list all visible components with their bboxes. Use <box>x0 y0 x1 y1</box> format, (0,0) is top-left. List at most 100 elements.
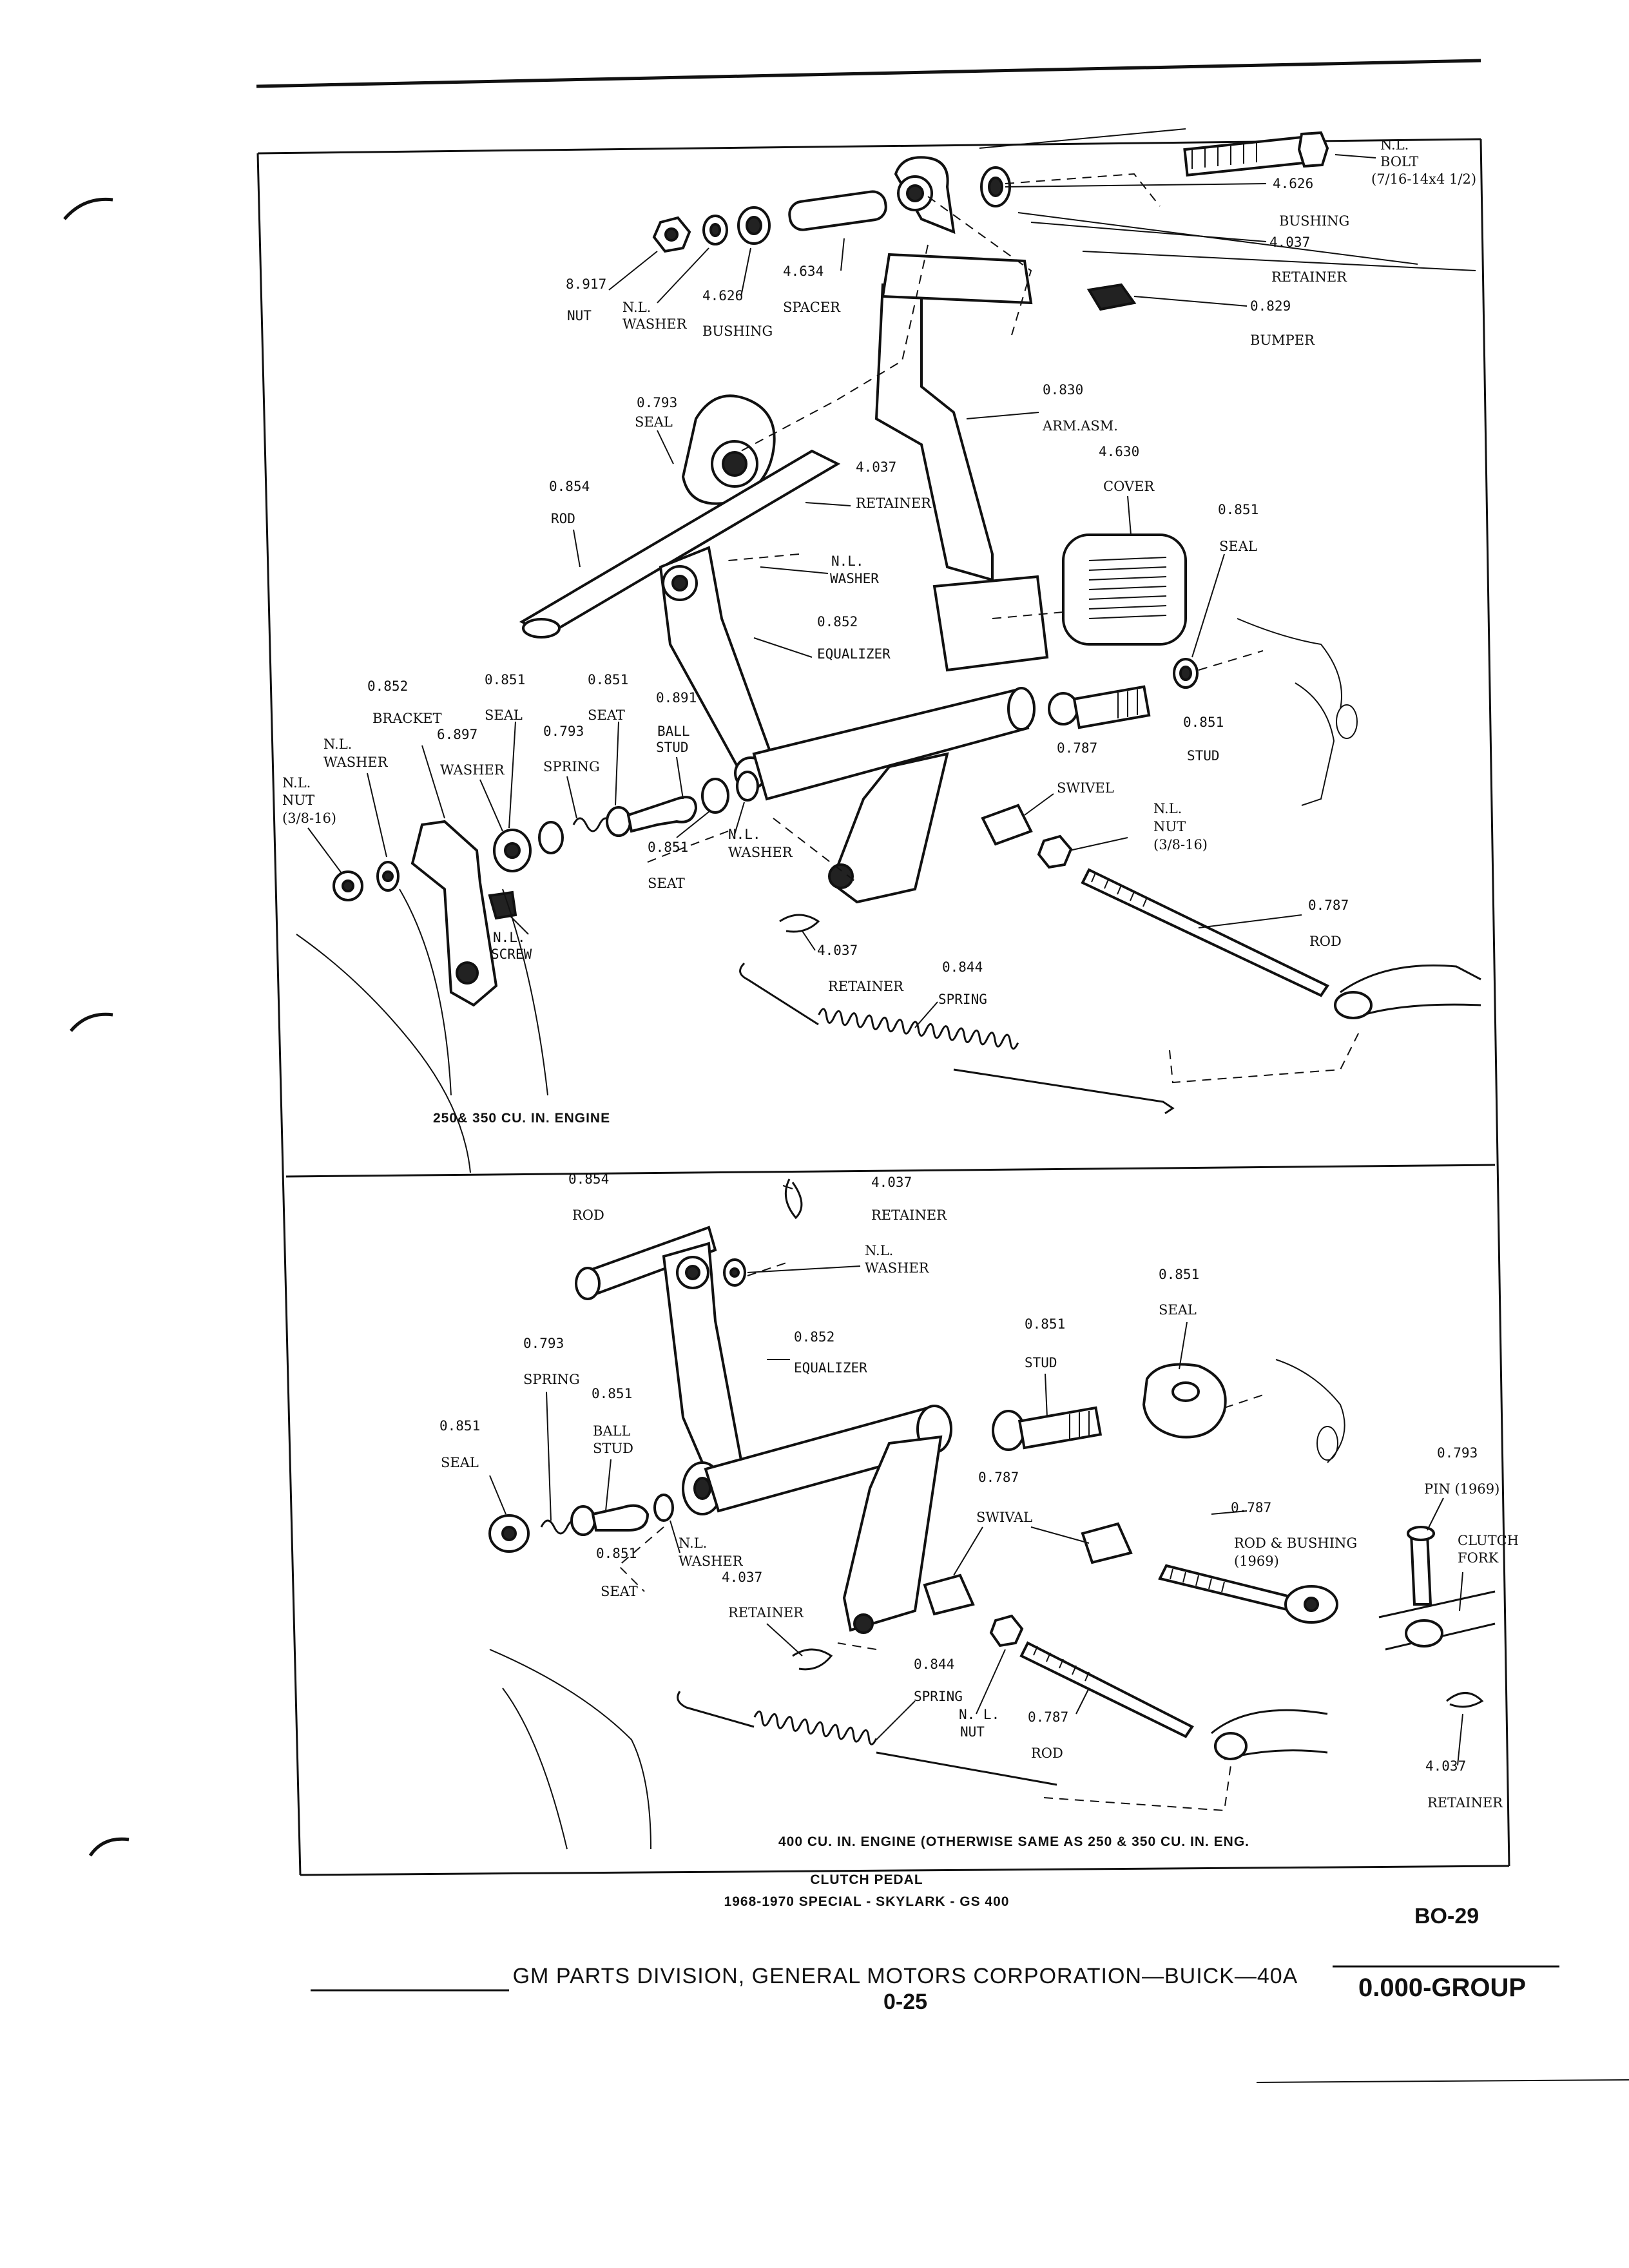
label-seal-l: SEAL <box>485 707 523 723</box>
label-spring-b: SPRING <box>914 1689 963 1704</box>
label-retainer-b: RETAINER <box>828 979 904 994</box>
label-stud: STUD <box>1187 748 1220 764</box>
label-spring: SPRING <box>543 759 600 774</box>
label-bushing-r-num: 4.037 <box>1269 235 1310 250</box>
bolt-part <box>1183 131 1329 177</box>
label-bolt-code: N.L. <box>1380 137 1409 153</box>
label-rod-b: ROD <box>1031 1745 1063 1761</box>
bracket-part <box>410 820 498 1007</box>
label-rod-r-num: 0.787 <box>1308 898 1349 913</box>
label-retainer: RETAINER <box>871 1207 947 1223</box>
label-seat: SEAT <box>588 707 625 723</box>
rod-bushing-part <box>1158 1564 1297 1613</box>
label-bushing-num: 4.626 <box>702 288 743 303</box>
label-seal-l: SEAL <box>441 1455 479 1470</box>
ball-stud-part <box>591 1504 650 1532</box>
label-seat2-num: 0.851 <box>648 840 688 855</box>
label-retainer-top: RETAINER <box>1271 269 1347 285</box>
swivel-part <box>981 803 1033 846</box>
label-nut-num: 8.917 <box>566 276 606 292</box>
page-code: BO-29 <box>1414 1904 1479 1928</box>
label-nl-nut: NUT <box>282 793 314 808</box>
label-equalizer-num: 0.852 <box>817 614 858 629</box>
adjust-rod <box>1019 1641 1194 1738</box>
label-seat: SEAT <box>601 1584 638 1599</box>
label-retainer-r-num: 4.037 <box>1425 1758 1466 1774</box>
label-nl-washer2: WASHER <box>830 571 879 586</box>
label-equalizer: EQUALIZER <box>817 646 891 662</box>
top-rule <box>256 59 1481 88</box>
seal-part <box>538 821 564 854</box>
arm-assembly <box>874 156 1187 672</box>
label-nut: NUT <box>567 308 592 323</box>
label-ball-stud-b: STUD <box>656 740 689 755</box>
label-nl-screw: SCREW <box>491 947 532 962</box>
page-title: CLUTCH PEDAL <box>810 1872 923 1887</box>
label-rod-bushing-yr: (1969) <box>1234 1553 1279 1569</box>
footer-text: GM PARTS DIVISION, GENERAL MOTORS CORPOR… <box>513 1964 1298 1988</box>
label-nl-washer2: WASHER <box>679 1553 744 1569</box>
scan-edge <box>1256 2079 1629 2083</box>
adjust-rod <box>1081 868 1329 997</box>
label-nl-washer2-num: 4.037 <box>722 1570 762 1585</box>
label-seal-top: SEAL <box>635 414 673 430</box>
bottom-panel-drawing <box>488 1178 1496 1850</box>
label-rod-num: 0.854 <box>549 479 590 494</box>
retainer-part <box>779 914 820 933</box>
spacer-part <box>788 190 887 231</box>
label-seal-l-num: 0.851 <box>439 1418 480 1434</box>
label-seal-top-num: 0.793 <box>637 395 677 410</box>
label-nl-nut-code: N. L. <box>959 1707 999 1722</box>
seat-part <box>570 1505 596 1536</box>
margin-mark <box>63 197 113 220</box>
label-spring-b: SPRING <box>938 992 987 1007</box>
label-seal-tr-num: 0.851 <box>1218 502 1258 517</box>
retainer-part <box>784 1178 803 1220</box>
label-nl-washer-l: WASHER <box>323 754 389 770</box>
lower-lever <box>829 752 949 904</box>
label-seal-r-num: 0.851 <box>1159 1267 1199 1282</box>
ball-stud-part <box>626 796 698 833</box>
label-ball-stud-a: BALL <box>593 1423 631 1439</box>
label-pin: PIN (1969) <box>1424 1481 1499 1497</box>
label-retainer-mid: RETAINER <box>856 495 932 511</box>
label-rod-bushing: ROD & BUSHING <box>1234 1535 1357 1551</box>
label-ball-stud-num: 0.891 <box>656 690 697 706</box>
label-bolt-num: 4.626 <box>1273 176 1313 191</box>
label-stud: STUD <box>1025 1355 1057 1370</box>
return-spring <box>739 962 1175 1115</box>
label-nl-nut-size: (3/8-16) <box>282 811 336 826</box>
label-nl-washer-l-code: N.L. <box>323 736 352 752</box>
seat-part <box>606 806 631 837</box>
label-cover-num: 4.630 <box>1099 444 1139 459</box>
label-stud-sub: 0.787 <box>1057 740 1097 756</box>
label-rod-num: 0.854 <box>568 1171 609 1187</box>
label-nl-washer2-code: N.L. <box>679 1535 707 1551</box>
label-equalizer-num: 0.852 <box>794 1329 834 1345</box>
label-nl-nut-r-code: N.L. <box>1153 801 1182 816</box>
label-spacer-num: 4.634 <box>783 264 824 279</box>
page-subtitle: 1968-1970 SPECIAL - SKYLARK - GS 400 <box>724 1894 1010 1909</box>
label-spring-num: 0.793 <box>543 724 584 739</box>
label-bushing: BUSHING <box>702 323 773 339</box>
label-retainer-l: RETAINER <box>728 1605 804 1620</box>
panel-divider <box>285 1164 1496 1178</box>
label-arm-num: 0.830 <box>1043 382 1083 398</box>
label-equalizer: EQUALIZER <box>794 1360 867 1376</box>
label-nl-nut: NUT <box>960 1724 985 1740</box>
label-bushing-r: BUSHING <box>1279 213 1349 229</box>
label-nl-nut-r-size: (3/8-16) <box>1153 837 1208 852</box>
label-bracket: BRACKET <box>372 711 442 726</box>
washer-part <box>736 771 759 802</box>
label-ball-stud-b: STUD <box>593 1441 633 1456</box>
bumper-part <box>1086 283 1137 311</box>
label-spring: SPRING <box>523 1372 580 1387</box>
label-retainer-r: RETAINER <box>1427 1795 1503 1811</box>
stud-part <box>1048 685 1151 729</box>
label-nl-washer3-code: N.L. <box>728 827 761 842</box>
label-swival: SWIVAL <box>976 1510 1032 1525</box>
label-nl-washer: WASHER <box>865 1260 930 1276</box>
label-bracket-sub: 6.897 <box>437 727 477 742</box>
label-seal-r: SEAL <box>1159 1302 1197 1318</box>
label-stud-sub: 0.787 <box>978 1470 1019 1485</box>
